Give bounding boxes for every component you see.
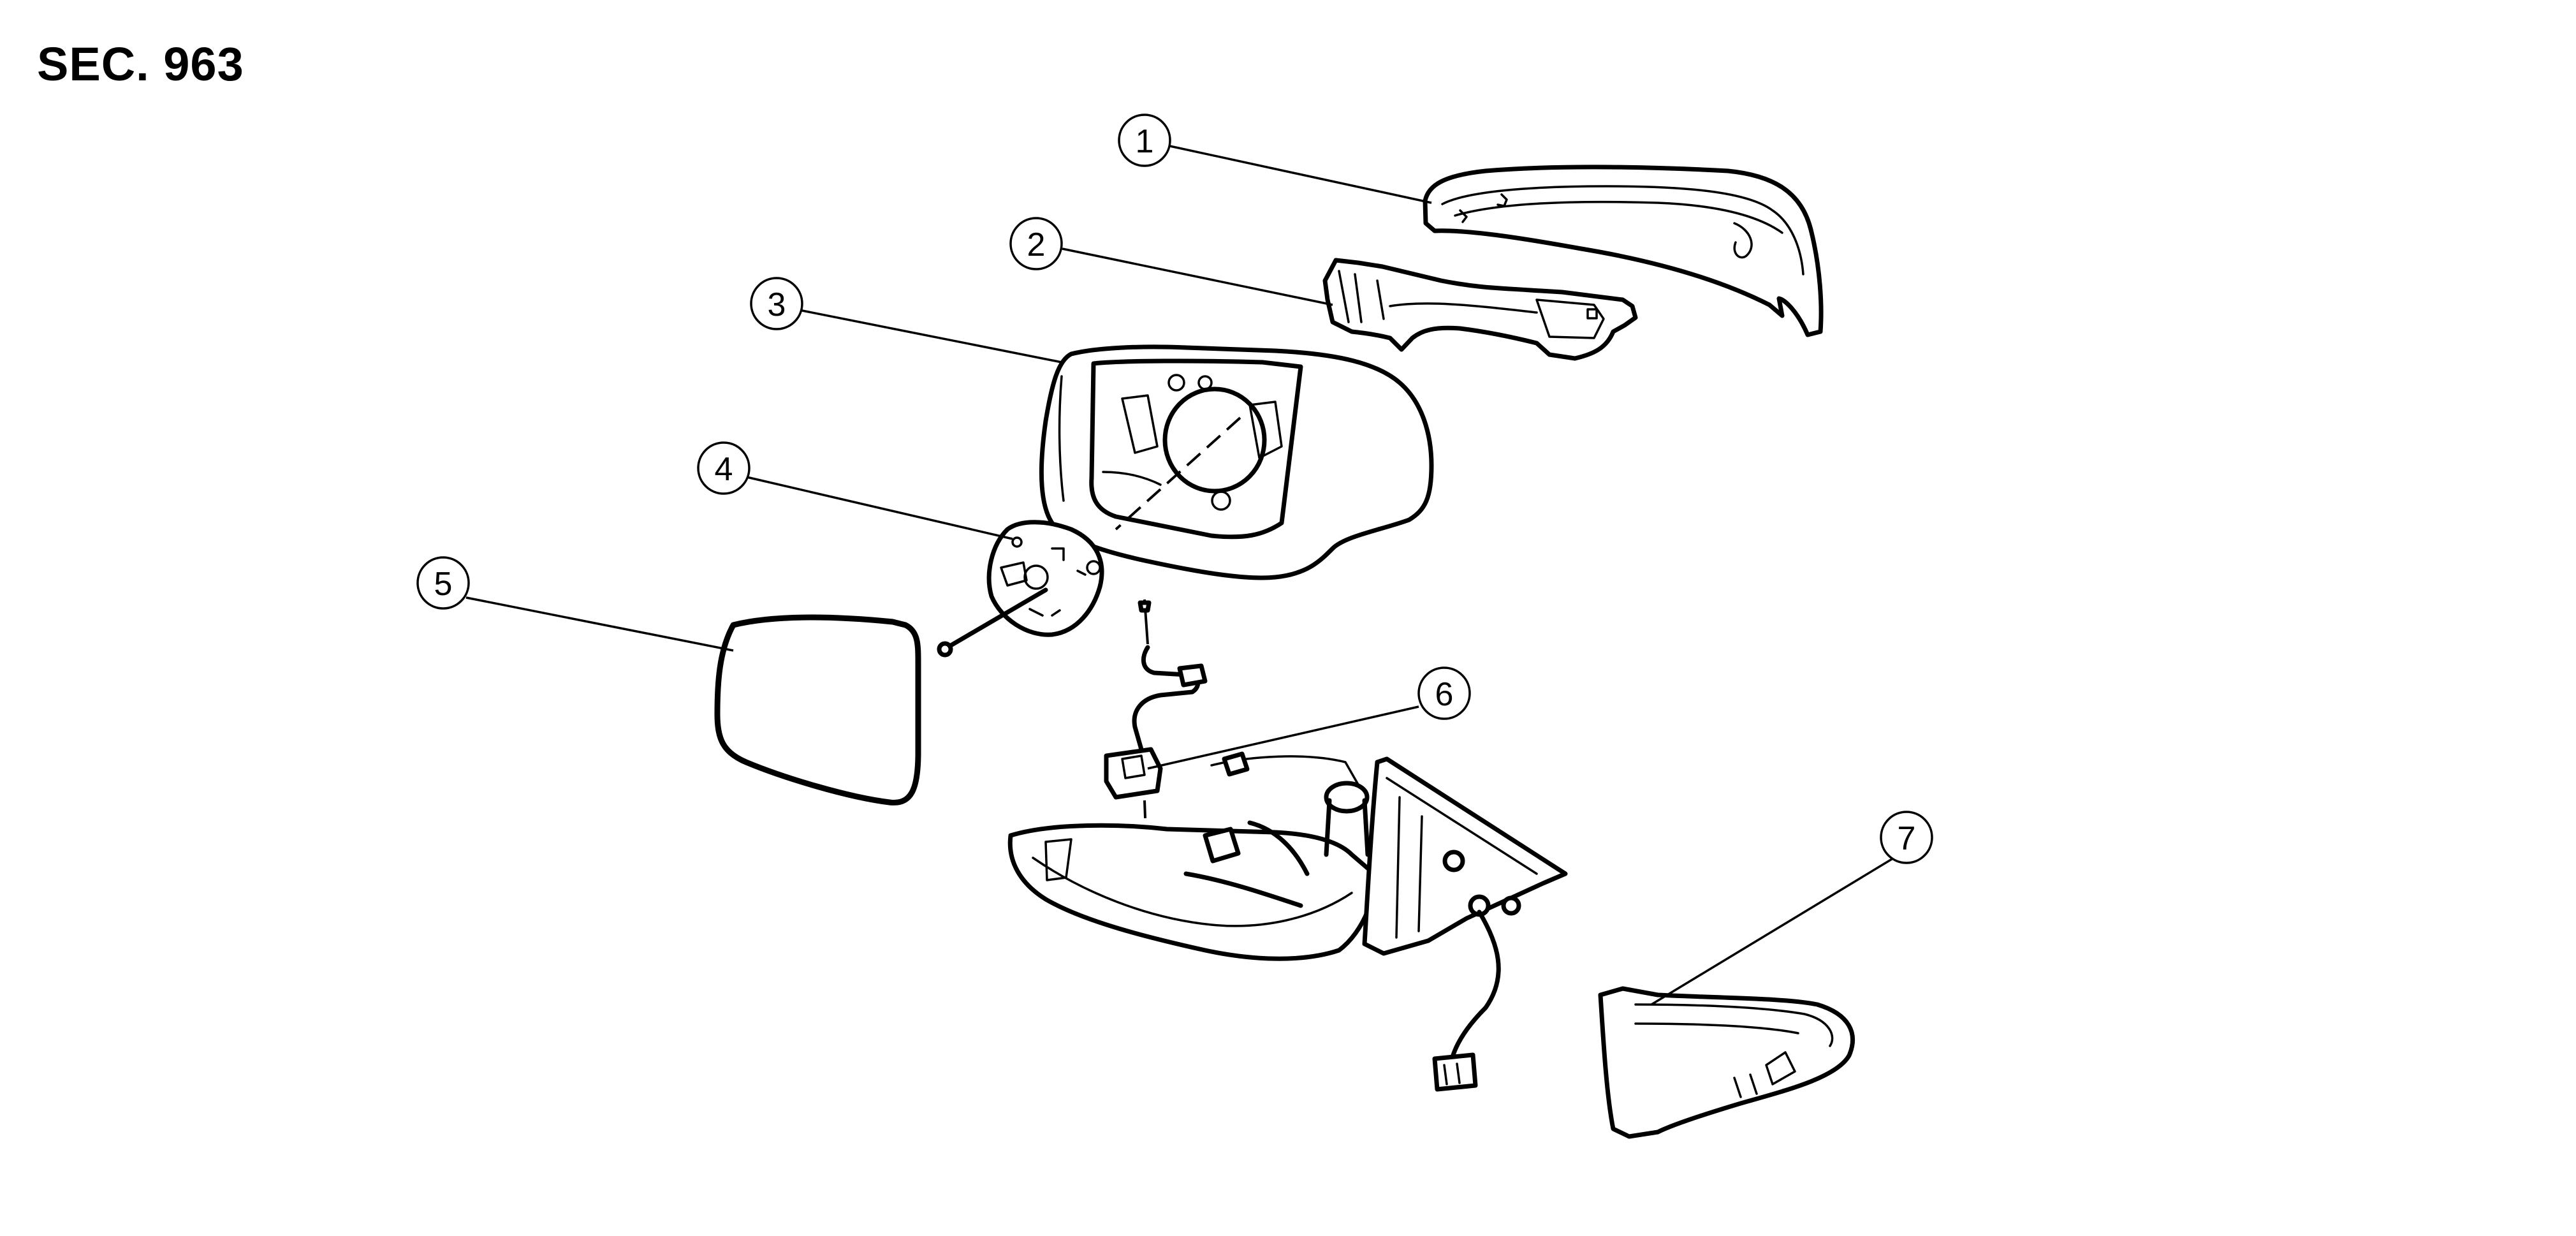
callout-4: 4 xyxy=(697,441,750,495)
section-label: SEC. 963 xyxy=(37,38,244,91)
leader-3 xyxy=(801,309,1062,364)
part-3-mirror-housing xyxy=(1039,344,1434,580)
leader-lines xyxy=(465,144,1902,1006)
svg-text:1: 1 xyxy=(1136,123,1154,160)
callout-2: 2 xyxy=(1009,217,1063,270)
callout-6: 6 xyxy=(1417,666,1471,720)
part-6-folding-motor xyxy=(1104,599,1208,887)
svg-text:6: 6 xyxy=(1435,676,1454,713)
leader-5 xyxy=(465,596,734,652)
part-2-turn-lamp-bracket xyxy=(1322,258,1638,361)
svg-text:3: 3 xyxy=(768,286,786,323)
callout-5: 5 xyxy=(416,556,470,610)
part-5-mirror-glass xyxy=(714,614,921,806)
leader-7 xyxy=(1651,852,1902,1006)
part-4-mirror-actuator xyxy=(937,520,1104,658)
part-1-mirror-cover xyxy=(1423,165,1824,337)
part-7-lower-cover xyxy=(1598,986,1855,1139)
svg-text:4: 4 xyxy=(715,451,733,488)
callout-1: 1 xyxy=(1118,114,1171,167)
callout-3: 3 xyxy=(750,277,803,330)
mirror-base-assembly xyxy=(1007,751,1568,1092)
leader-1 xyxy=(1166,144,1432,204)
svg-text:7: 7 xyxy=(1898,820,1916,857)
callout-7: 7 xyxy=(1880,811,1933,864)
svg-text:2: 2 xyxy=(1027,226,1046,263)
svg-text:5: 5 xyxy=(434,566,453,603)
leader-4 xyxy=(746,476,1013,540)
leader-6 xyxy=(1147,705,1419,770)
leader-2 xyxy=(1062,247,1333,306)
